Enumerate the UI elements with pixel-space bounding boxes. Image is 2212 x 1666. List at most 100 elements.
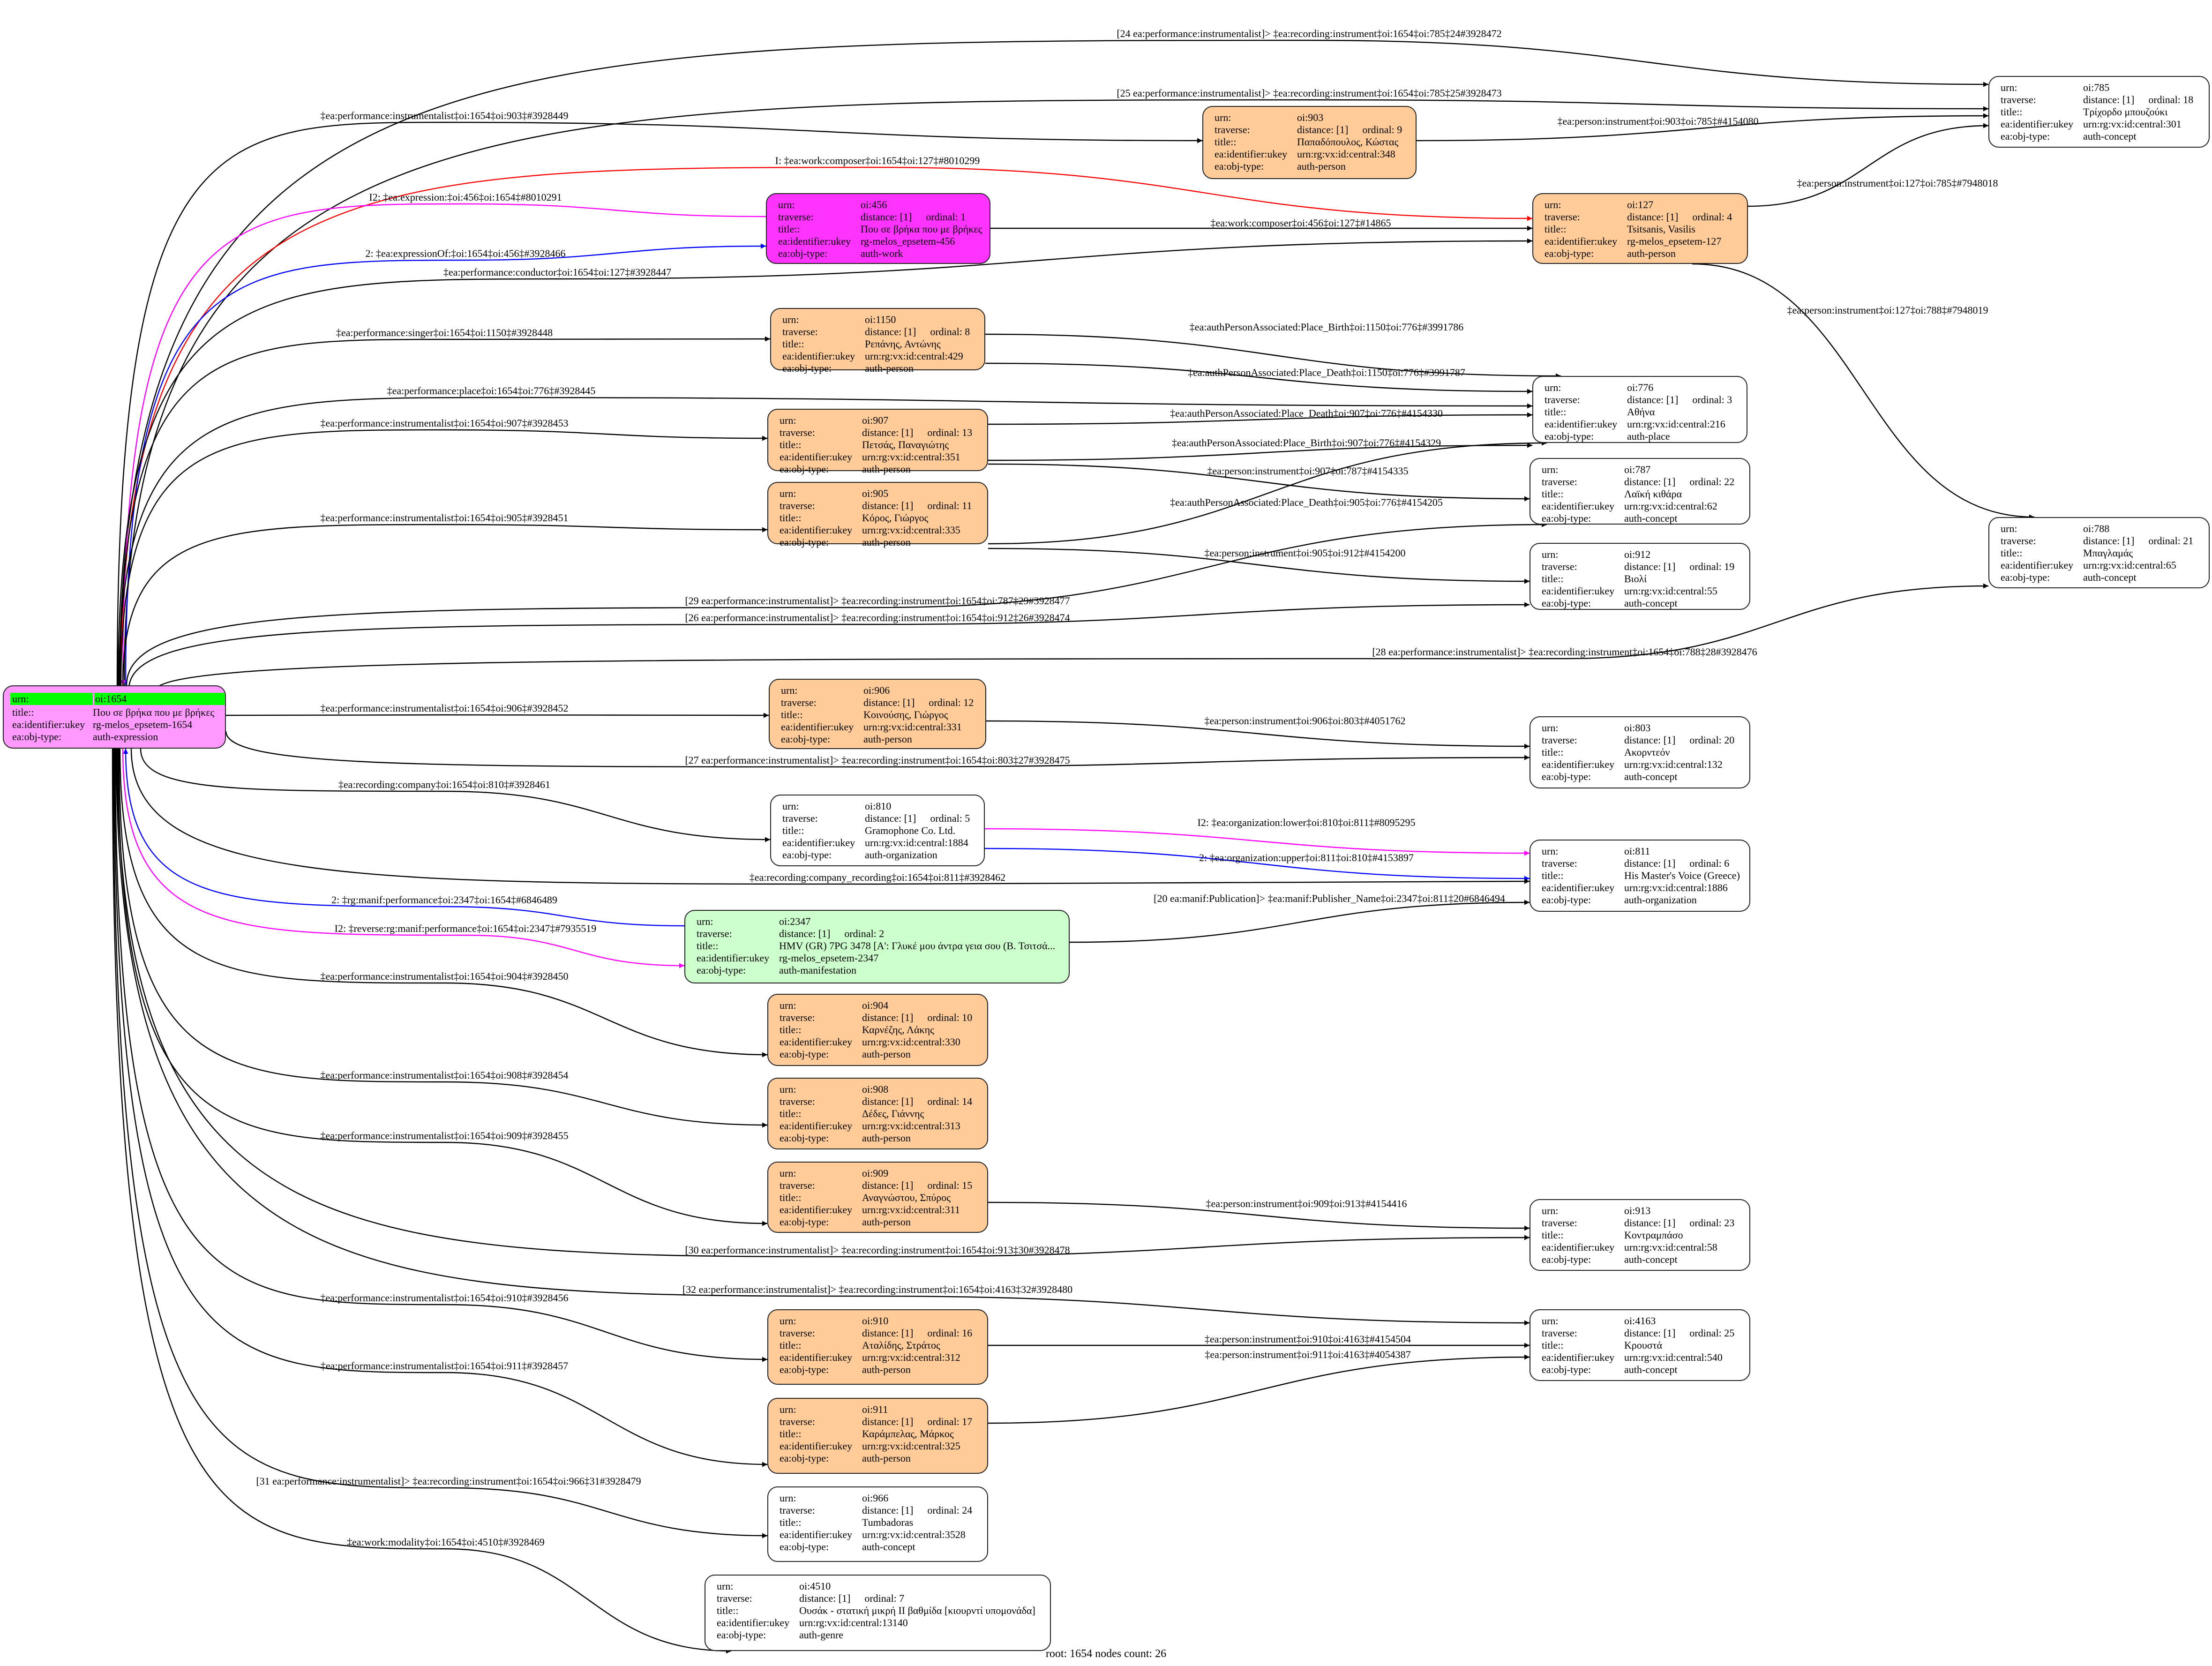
ordinal-value: ordinal: 19 <box>1689 561 1735 572</box>
node-row-urn: urn:oi:127 <box>1545 199 1740 211</box>
row-label: traverse: <box>1542 476 1577 488</box>
edge-1654-to-811 <box>130 748 1530 885</box>
distance-value: distance: [1] <box>1624 734 1676 746</box>
node-row-obj-type: ea:obj-type:auth-person <box>780 536 981 548</box>
edge-label: ‡ea:person:instrument‡oi:907‡oi:787‡#415… <box>1207 465 1409 477</box>
row-label: title:: <box>717 1605 739 1616</box>
node-row-obj-type: ea:obj-type:auth-person <box>782 362 978 375</box>
row-value: oi:909 <box>862 1167 889 1179</box>
edge-label: 2: ‡rg:manif:performance‡oi:2347‡oi:1654… <box>331 894 557 906</box>
node-row-traverse: traverse:distance: [1]ordinal: 7 <box>717 1592 1043 1605</box>
node-row-traverse: traverse:distance: [1]ordinal: 10 <box>780 1012 981 1024</box>
ordinal-value: ordinal: 4 <box>1692 211 1732 223</box>
edge-1654-to-912 <box>128 602 1530 690</box>
node-row-traverse: traverse:distance: [1]ordinal: 4 <box>1545 211 1740 223</box>
edge-label: [27 ea:performance:instrumentalist]> ‡ea… <box>685 754 1070 766</box>
row-value: auth-concept <box>2083 130 2137 142</box>
row-value: auth-organization <box>1624 894 1697 906</box>
node-row-obj-type: ea:obj-type:auth-person <box>780 1364 981 1376</box>
row-value: distance: [1]ordinal: 25 <box>1624 1327 1734 1339</box>
edge-1654-to-905 <box>122 524 768 686</box>
distance-value: distance: [1] <box>1624 561 1676 572</box>
edge-1654-to-966 <box>112 748 768 1538</box>
row-label: traverse: <box>780 427 815 438</box>
row-label: urn: <box>780 414 796 426</box>
row-label: traverse: <box>782 326 818 338</box>
row-value: His Master's Voice (Greece) <box>1624 870 1740 881</box>
distance-value: distance: [1] <box>862 1504 914 1516</box>
edge-label: ‡ea:recording:company‡oi:1654‡oi:810‡#39… <box>338 779 550 790</box>
node-row-traverse: traverse:distance: [1]ordinal: 20 <box>1542 734 1743 746</box>
row-label: ea:obj-type: <box>780 1541 829 1553</box>
edge-label: [25 ea:performance:instrumentalist]> ‡ea… <box>1117 87 1501 99</box>
row-label: title:: <box>781 709 803 720</box>
row-label: urn: <box>780 1167 796 1179</box>
edge-907-to-776 <box>988 412 1533 425</box>
edge-1654-to-4163 <box>115 748 1530 1326</box>
row-value: oi:903 <box>1297 112 1324 123</box>
edge-1654-to-456 <box>125 243 766 686</box>
row-label: ea:identifier:ukey <box>1542 500 1615 512</box>
node-row-traverse: traverse:distance: [1]ordinal: 1 <box>778 211 983 223</box>
row-label: ea:obj-type: <box>780 1132 829 1144</box>
row-label: urn: <box>780 999 796 1011</box>
row-label: ea:identifier:ukey <box>1542 758 1615 770</box>
row-label: ea:identifier:ukey <box>1542 1351 1615 1363</box>
edge-1654-to-810 <box>140 748 771 842</box>
edge-label: ‡ea:performance:instrumentalist‡oi:1654‡… <box>320 417 568 429</box>
node-row-urn: urn:oi:903 <box>1215 112 1409 124</box>
row-label: ea:identifier:ukey <box>780 1120 853 1132</box>
edge-label: I2: ‡reverse:rg:manif:performance‡oi:165… <box>335 923 597 934</box>
ordinal-value: ordinal: 15 <box>927 1179 973 1191</box>
row-value: auth-concept <box>862 1541 915 1553</box>
ordinal-value: ordinal: 22 <box>1689 476 1735 488</box>
edge-2347-to-811 <box>1069 900 1530 943</box>
row-value: distance: [1]ordinal: 16 <box>862 1327 972 1339</box>
row-value: distance: [1]ordinal: 1 <box>861 211 966 223</box>
node-row-urn: urn:oi:811 <box>1542 845 1743 857</box>
node-row-obj-type: ea:obj-type:auth-person <box>781 733 979 745</box>
row-value: urn:rg:vx:id:central:312 <box>862 1351 960 1363</box>
row-value: auth-person <box>862 1132 911 1144</box>
row-value: Tsitsanis, Vasilis <box>1627 223 1695 235</box>
row-value: Μπαγλαμάς <box>2083 547 2133 559</box>
ordinal-value: ordinal: 14 <box>927 1096 973 1107</box>
node-row-obj-type: ea:obj-type:auth-work <box>778 248 983 260</box>
row-value: Ακορντεόν <box>1624 746 1670 758</box>
row-label: ea:obj-type: <box>1545 248 1594 259</box>
row-label: ea:obj-type: <box>780 1048 829 1060</box>
row-label: urn: <box>2001 82 2017 93</box>
row-label: ea:obj-type: <box>780 536 829 548</box>
